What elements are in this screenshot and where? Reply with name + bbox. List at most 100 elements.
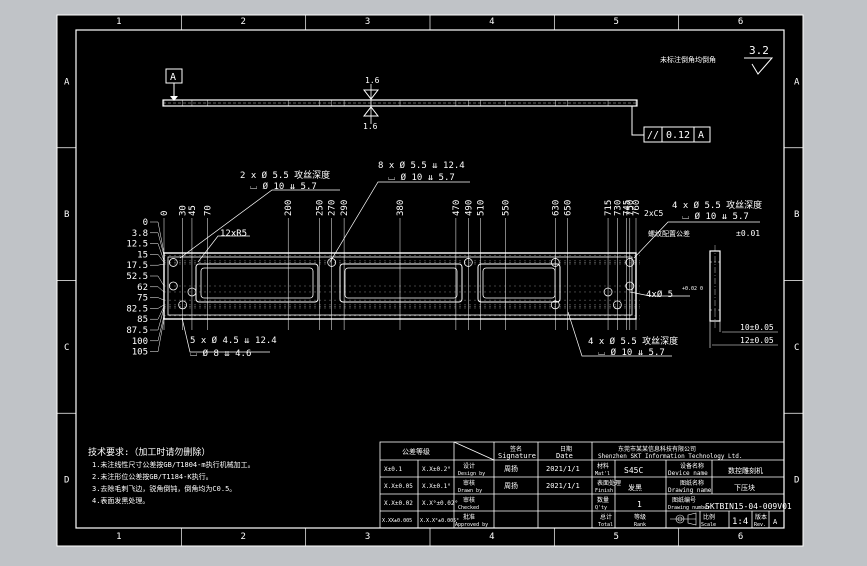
dimension-label: 100 xyxy=(132,337,148,347)
column-zone-label: 3 xyxy=(365,532,370,542)
dimension-label: 290 xyxy=(340,200,350,216)
projection-symbol-icon xyxy=(670,512,697,526)
dimension-label: 17.5 xyxy=(126,261,148,271)
dimension-label: 250 xyxy=(315,200,325,216)
dimension-label: 270 xyxy=(328,200,338,216)
callout-radius: 12xR5 xyxy=(220,229,247,239)
dimension-leader xyxy=(150,315,165,342)
drawing-no-value: SKTBIN15-04-009V01 xyxy=(705,502,792,511)
material-cn: 材料 xyxy=(597,462,609,470)
device-cn: 设备名称 xyxy=(680,462,704,470)
column-zone-label: 1 xyxy=(116,17,121,27)
scale-value: 1:4 xyxy=(732,517,748,527)
dimension-leader xyxy=(150,306,165,320)
note-line: 1.未注线性尺寸公差按GB/T1804-m执行机械加工。 xyxy=(92,460,255,469)
callout-bottom-right-a: 4 x Ø 5.5 攻丝深度 xyxy=(588,335,678,347)
row-zone-label: C xyxy=(794,343,799,353)
scale-cn: 比例 xyxy=(703,513,715,521)
callout-top-right-c: 螺纹配置公差 xyxy=(648,229,690,238)
roughness-symbol: 3.2 xyxy=(744,44,774,75)
title-block-text: 公差等级 X±0.1 X.X±0.2° X.X±0.05 X.X±0.1° X.… xyxy=(382,445,792,528)
drawing-no-en: Drawing number xyxy=(668,505,710,511)
note-line: 4.表面发黑处理。 xyxy=(92,496,149,505)
dimension-label: 470 xyxy=(452,200,462,216)
role-cn: 审核 xyxy=(463,496,475,504)
dimension-label: 82.5 xyxy=(126,304,148,314)
finish-en: Finish xyxy=(595,488,613,494)
qty-value: 1 xyxy=(637,500,642,509)
row-zone-label: D xyxy=(64,476,69,486)
qty-en: Q'ty xyxy=(595,505,607,511)
dimension-label: 15 xyxy=(137,250,148,260)
dimension-leader xyxy=(150,243,165,261)
finish-cn: 表面处理 xyxy=(597,479,621,487)
dimension-leader xyxy=(150,254,165,263)
callout-top-mid-b: ⌴ Ø 10 ⇊ 5.7 xyxy=(388,172,455,183)
callout-top-left-a: 2 x Ø 5.5 攻丝深度 xyxy=(240,169,330,181)
drawing-name-value: 下压块 xyxy=(734,483,755,492)
row-zone-label: B xyxy=(794,210,799,220)
tol-cell: X.XX±0.005 xyxy=(382,518,412,524)
dimension-label: 52.5 xyxy=(126,272,148,282)
rev-en: Rev. xyxy=(754,522,766,528)
total-cn: 总计 xyxy=(600,513,612,521)
dimension-label: 30 xyxy=(179,205,189,216)
role-en: Checked xyxy=(458,505,479,511)
dimension-label: 105 xyxy=(132,348,148,358)
column-zone-label: 2 xyxy=(241,532,246,542)
rev-cn: 版本 xyxy=(755,513,767,521)
dimension-leader xyxy=(150,307,165,331)
roughness-value: 3.2 xyxy=(749,44,769,57)
column-zone-label: 5 xyxy=(614,17,619,27)
dimension-label: 62 xyxy=(137,283,148,293)
dimension-leader xyxy=(150,263,165,266)
role-en: Design by xyxy=(458,471,485,477)
column-zone-label: 4 xyxy=(489,532,494,542)
callout-mid-hole-tol: +0.02 0 xyxy=(682,286,703,292)
date-en: Date xyxy=(556,452,573,460)
callout-bottom-left-b: ⌴ Ø 8 ⇊ 4.6 xyxy=(190,348,251,359)
callout-chamfer: 2xC5 xyxy=(644,209,663,218)
company-en: Shenzhen SKT Information Technology Ltd. xyxy=(598,453,743,460)
tol-cell: X.X±0.2° xyxy=(422,466,451,473)
side-dim-10: 10±0.05 xyxy=(740,323,774,332)
datum-a-marker: A xyxy=(165,68,183,101)
column-zone-label: 1 xyxy=(116,532,121,542)
column-zone-label: 6 xyxy=(738,17,743,27)
column-zone-label: 3 xyxy=(365,17,370,27)
dimension-leader xyxy=(150,286,165,293)
parallel-symbol: // xyxy=(647,130,659,141)
tol-cell: X.X±0.02 xyxy=(384,500,413,507)
device-en: Device name xyxy=(668,470,708,477)
callout-top-left-b: ⌴ Ø 10 ⇊ 5.7 xyxy=(250,181,317,192)
dimension-label: 750 xyxy=(626,200,636,216)
tol-cell: X.X±0.1° xyxy=(422,483,451,490)
tol-cell: X.X.X°±0.005° xyxy=(420,518,459,524)
column-zone-label: 6 xyxy=(738,532,743,542)
dimension-label: 715 xyxy=(604,200,614,216)
callout-bottom-left-a: 5 x Ø 4.5 ⇊ 12.4 xyxy=(190,335,277,346)
tol-cell: X±0.1 xyxy=(384,466,402,473)
flatness-bottom: 1.6 xyxy=(363,122,378,131)
dimension-label: 550 xyxy=(502,200,512,216)
side-dim-12: 12±0.05 xyxy=(740,336,774,345)
drawing-sheet xyxy=(57,15,803,546)
note-line: 2.未注形位公差按GB/T1184-K执行。 xyxy=(92,472,213,481)
dimension-label: 380 xyxy=(396,200,406,216)
note-line: 3.去除毛刺飞边，锐角倒钝，倒角均为C0.5。 xyxy=(92,484,236,493)
parallelism-control-frame: // 0.12 A xyxy=(631,106,711,143)
dimension-leader xyxy=(150,221,165,254)
row-zone-label: B xyxy=(64,210,69,220)
dimension-label: 650 xyxy=(564,200,574,216)
dimension-label: 0 xyxy=(160,211,170,216)
role-en: Drawn by xyxy=(458,488,482,494)
dimension-leader xyxy=(150,232,165,256)
top-view: 1.6 1.6 xyxy=(162,76,638,131)
dimension-label: 510 xyxy=(477,200,487,216)
row-zone-label: D xyxy=(794,476,799,486)
dimension-label: 85 xyxy=(137,315,148,325)
